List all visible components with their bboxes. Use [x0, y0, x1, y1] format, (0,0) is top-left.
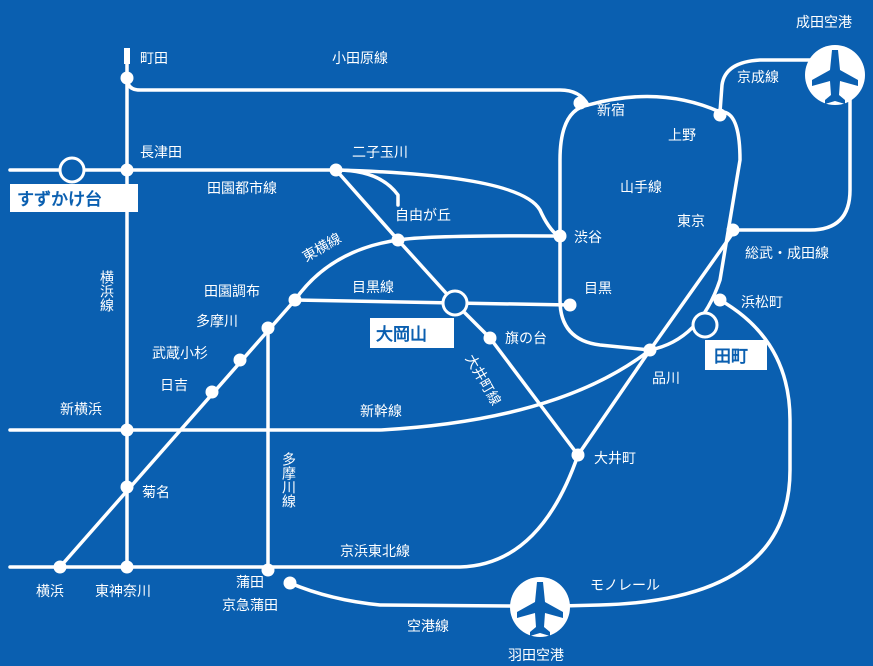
line-label-monorail: モノレール	[590, 578, 660, 594]
station-label-ueno: 上野	[668, 128, 696, 144]
station-dot-nagatsuta[interactable]	[120, 163, 134, 177]
airport-haneda[interactable]	[510, 577, 570, 637]
station-ring-suzukakedai[interactable]	[58, 156, 86, 184]
line-label-keihin-tohoku: 京浜東北線	[340, 544, 410, 560]
station-label-meguro: 目黒	[584, 281, 612, 297]
line-label-yamanote: 山手線	[620, 180, 662, 196]
station-label-shinyokohama: 新横浜	[60, 402, 102, 418]
station-dot-hiyoshi[interactable]	[205, 385, 219, 399]
line-toyoko	[58, 234, 562, 569]
station-dot-tamagawa[interactable]	[261, 321, 275, 335]
station-dot-jiyugaoka[interactable]	[391, 233, 405, 247]
airport-label-haneda: 羽田空港	[508, 648, 564, 664]
station-dot-kikuna[interactable]	[120, 480, 134, 494]
station-label-denenchofu: 田園調布	[204, 284, 260, 300]
station-label-shinagawa: 品川	[652, 371, 680, 387]
airport-label-narita: 成田空港	[796, 15, 852, 31]
machida-terminus-bar	[124, 48, 130, 64]
station-dot-kamata[interactable]	[261, 563, 275, 577]
station-label-shibuya: 渋谷	[574, 230, 602, 246]
station-label-hamamatsucho: 浜松町	[741, 295, 783, 311]
line-label-meguro: 目黒線	[352, 280, 394, 296]
line-meguro	[293, 298, 572, 307]
station-dot-shibuya[interactable]	[553, 229, 567, 243]
line-label-sobu-narita: 総武・成田線	[745, 246, 829, 262]
airplane-icon-shape	[812, 50, 858, 104]
highlight-box-ookayama	[370, 318, 454, 348]
line-airport	[288, 581, 512, 608]
station-label-futakotamagawa: 二子玉川	[352, 145, 408, 161]
station-label-keikyukamata: 京急蒲田	[222, 598, 278, 614]
station-dot-shinagawa[interactable]	[643, 343, 657, 357]
line-keihin-tohoku	[8, 348, 652, 569]
airport-narita[interactable]	[805, 45, 865, 105]
station-dot-higashikanagawa[interactable]	[120, 560, 134, 574]
station-label-suzukakedai: すずかけ台	[17, 189, 102, 210]
station-dot-meguro[interactable]	[563, 298, 577, 312]
station-dot-hamamatsucho[interactable]	[713, 293, 727, 307]
station-label-kikuna: 菊名	[142, 485, 170, 501]
station-dot-keikyukamata[interactable]	[283, 576, 297, 590]
highlight-box-tamachi	[705, 340, 767, 370]
station-label-tamachi: 田町	[714, 347, 748, 367]
station-label-higashikanagawa: 東神奈川	[95, 584, 151, 600]
station-label-hiyoshi: 日吉	[160, 378, 188, 394]
station-dot-tokyo[interactable]	[726, 223, 740, 237]
line-yamanote	[558, 94, 742, 352]
airplane-icon-shape	[517, 582, 563, 636]
station-dot-ueno[interactable]	[713, 108, 727, 122]
station-ring-tamachi[interactable]	[691, 311, 719, 339]
line-keisei	[718, 58, 827, 114]
station-label-jiyugaoka: 自由が丘	[395, 208, 451, 224]
line-label-oimachi: 大井町線	[462, 352, 504, 408]
station-dot-oimachi[interactable]	[571, 448, 585, 462]
highlight-box-suzukakedai	[10, 184, 138, 212]
line-monorail	[558, 298, 792, 608]
station-label-shinjuku: 新宿	[597, 102, 625, 119]
station-dot-denenchofu[interactable]	[288, 293, 302, 307]
station-dot-machida[interactable]	[120, 71, 134, 85]
line-label-odakyu: 小田原線	[332, 51, 388, 67]
station-label-yokohama: 横浜	[36, 584, 64, 600]
line-label-tamagawa: 多摩川線	[280, 451, 296, 508]
station-dot-yokohama[interactable]	[53, 560, 67, 574]
station-label-tamagawa: 多摩川	[196, 313, 238, 330]
line-shinkansen	[8, 228, 737, 432]
station-dot-shinyokohama[interactable]	[120, 423, 134, 437]
station-label-kamata: 蒲田	[236, 575, 264, 591]
line-label-airport: 空港線	[407, 619, 449, 635]
station-label-hatanodai: 旗の台	[505, 331, 547, 347]
station-label-nagatsuta: 長津田	[140, 145, 182, 161]
station-dot-shinjuku[interactable]	[573, 96, 587, 110]
station-label-oimachi: 大井町	[594, 451, 636, 467]
line-label-yokohama: 横浜線	[98, 270, 114, 312]
station-dot-futakotamagawa[interactable]	[329, 163, 343, 177]
line-sobu-narita	[731, 78, 852, 232]
station-label-machida: 町田	[140, 51, 168, 67]
station-ring-ookayama[interactable]	[441, 289, 469, 317]
station-label-tokyo: 東京	[677, 214, 705, 230]
line-denentoshi-shibuya	[334, 168, 560, 238]
line-label-denentoshi: 田園都市線	[207, 180, 277, 197]
line-label-shinkansen: 新幹線	[360, 403, 402, 420]
station-label-ookayama: 大岡山	[376, 324, 427, 345]
line-label-keisei: 京成線	[737, 70, 779, 86]
station-label-musashikosugi: 武蔵小杉	[152, 346, 208, 362]
station-dot-musashikosugi[interactable]	[233, 353, 247, 367]
station-dot-hatanodai[interactable]	[483, 331, 497, 345]
